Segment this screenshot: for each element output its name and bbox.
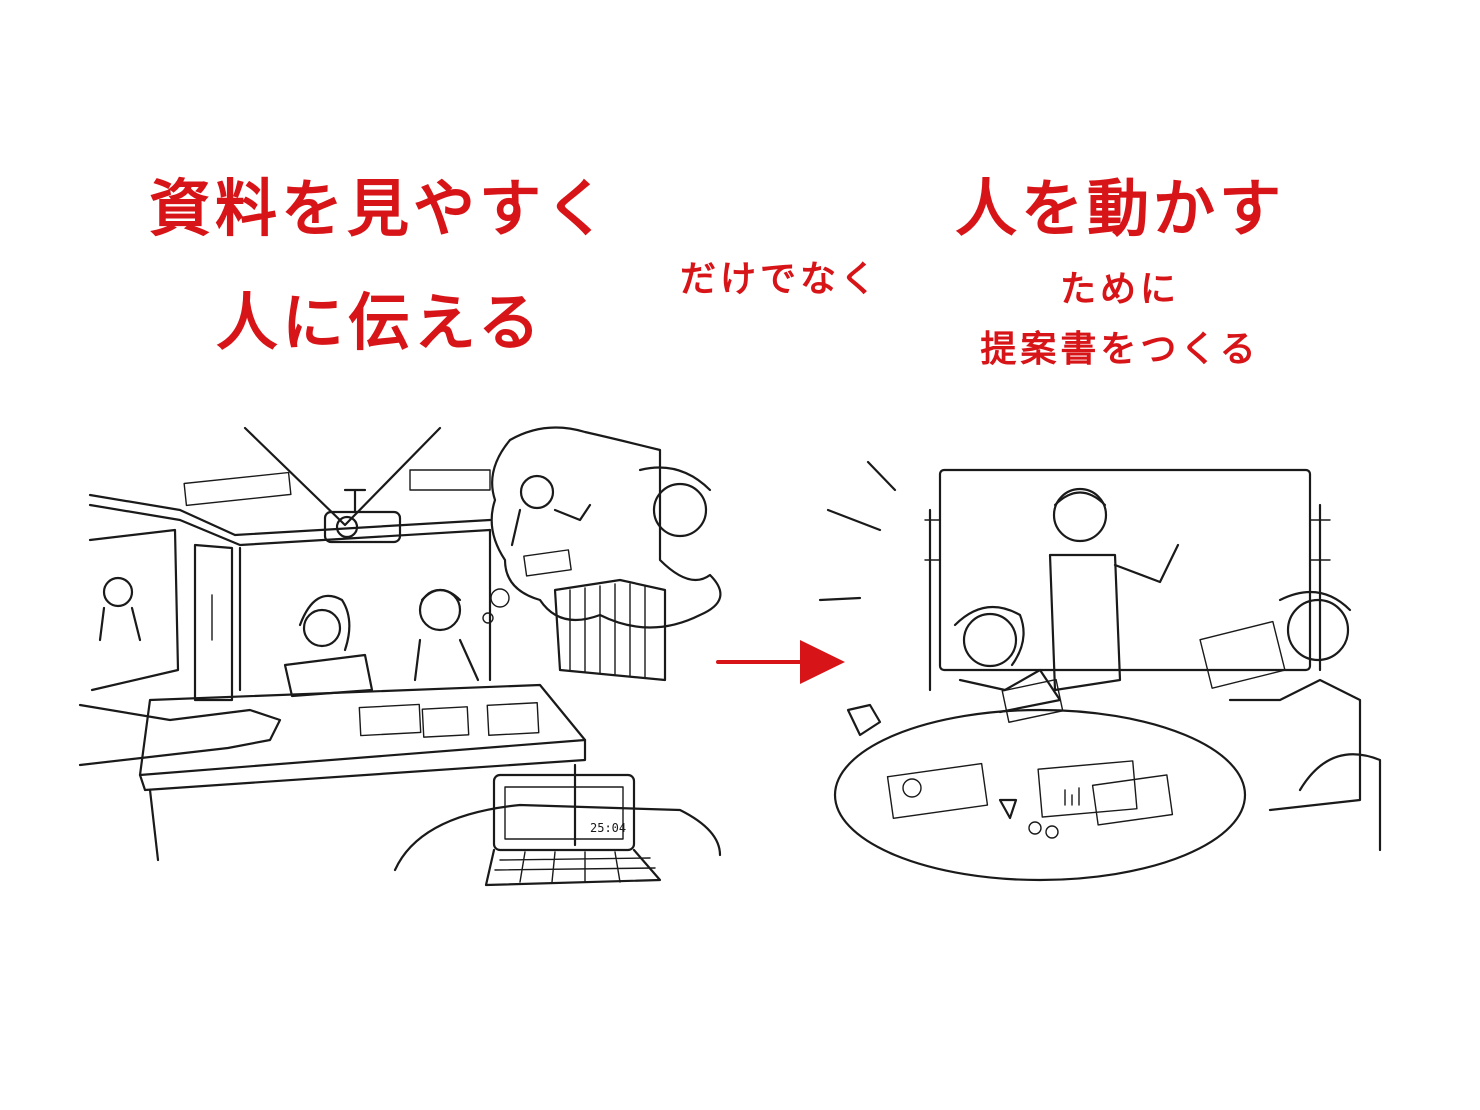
arrow-right-icon bbox=[716, 640, 845, 684]
laptop-timer-text: 25:04 bbox=[590, 821, 626, 835]
right-scene-illustration bbox=[818, 460, 1382, 882]
left-scene-illustration: 25:04 bbox=[78, 426, 722, 887]
headline-right-line2: ために bbox=[1059, 269, 1180, 310]
headline-left-line2: 人に伝える bbox=[215, 286, 545, 359]
headline-left-line1: 資料を見やすく bbox=[148, 172, 611, 245]
headline-middle: だけでなく bbox=[679, 259, 880, 300]
headline-right-line1: 人を動かす bbox=[954, 172, 1285, 245]
headline-right-line3: 提案書をつくる bbox=[980, 329, 1260, 370]
